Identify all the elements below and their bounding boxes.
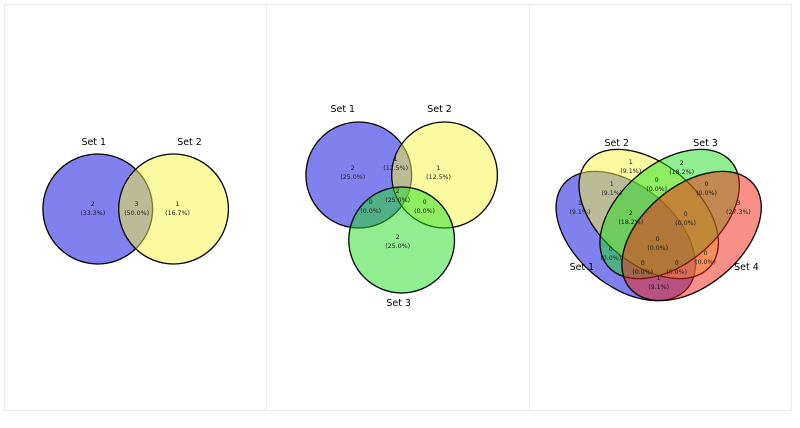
venn2-region-s1-count: 2 bbox=[91, 201, 95, 208]
venn2-region-s12-pct: (50.0%) bbox=[124, 210, 149, 217]
venn4-region-s34-count: 0 bbox=[704, 181, 708, 188]
venn2-figure: Set 1 Set 2 2 (33.3%) 3 (50.0%) 1 (16.7%… bbox=[42, 137, 230, 265]
venn2-set2-label: Set 2 bbox=[177, 137, 202, 148]
venn4-figure: Set 1 Set 2 Set 3 Set 4 1 (9.1%) 1 (9.1%… bbox=[555, 138, 762, 302]
venn4-region-s1234-count: 0 bbox=[655, 236, 659, 243]
venn4-region-s24-count: 0 bbox=[703, 250, 707, 257]
venn2-panel: Set 1 Set 2 2 (33.3%) 3 (50.0%) 1 (16.7%… bbox=[5, 5, 267, 410]
venn4-set4-label: Set 4 bbox=[734, 262, 759, 273]
venn2-region-s2-count: 1 bbox=[176, 201, 180, 208]
venn4-region-s23-count: 0 bbox=[654, 177, 658, 184]
venn3-panel: Set 1 Set 2 Set 3 2 (25.0%) 1 (12.5%) 1 … bbox=[266, 5, 529, 410]
venn4-region-s34-pct: (0.0%) bbox=[696, 190, 717, 197]
venn4-region-s234-pct: (0.0%) bbox=[675, 220, 696, 227]
venn3-region-s123-pct: (25.0%) bbox=[386, 197, 411, 204]
venn-figure-grid: Set 1 Set 2 2 (33.3%) 3 (50.0%) 1 (16.7%… bbox=[4, 4, 792, 411]
venn4-set2-label: Set 2 bbox=[604, 138, 629, 149]
venn3-figure: Set 1 Set 2 Set 3 2 (25.0%) 1 (12.5%) 1 … bbox=[305, 104, 499, 309]
venn2-region-s12-count: 3 bbox=[135, 201, 139, 208]
venn3-region-s12-count: 1 bbox=[394, 156, 398, 163]
venn4-set4-ellipse bbox=[620, 170, 762, 302]
venn3-region-s123-count: 2 bbox=[396, 188, 400, 195]
venn4-region-s14-count: 1 bbox=[656, 275, 660, 282]
venn4-region-s124-pct: (0.0%) bbox=[666, 269, 687, 276]
venn4-region-s124-count: 0 bbox=[674, 260, 678, 267]
venn4-region-s24-pct: (0.0%) bbox=[695, 259, 716, 266]
venn3-region-s23-count: 0 bbox=[423, 199, 427, 206]
venn4-region-s4-pct: (27.3%) bbox=[726, 209, 751, 216]
venn4-region-s1-count: 1 bbox=[578, 200, 582, 207]
venn3-set3-circle bbox=[348, 186, 456, 294]
venn3-region-s3-count: 2 bbox=[396, 234, 400, 241]
venn4-region-s234-count: 0 bbox=[683, 211, 687, 218]
venn4-region-s4-count: 3 bbox=[736, 200, 740, 207]
venn2-set2-circle bbox=[118, 153, 230, 265]
venn4-region-s2-pct: (9.1%) bbox=[620, 168, 641, 175]
venn4-region-s134-pct: (0.0%) bbox=[632, 269, 653, 276]
venn4-region-s3-pct: (18.2%) bbox=[669, 169, 694, 176]
venn3-region-s13-count: 0 bbox=[369, 199, 373, 206]
venn3-set2-label: Set 2 bbox=[428, 104, 453, 115]
venn2-region-s1-pct: (33.3%) bbox=[80, 210, 105, 217]
venn4-panel: Set 1 Set 2 Set 3 Set 4 1 (9.1%) 1 (9.1%… bbox=[528, 5, 791, 410]
venn4-set3-label: Set 3 bbox=[693, 138, 718, 149]
venn3-region-s2-pct: (12.5%) bbox=[426, 174, 451, 181]
venn2-region-s2-pct: (16.7%) bbox=[165, 210, 190, 217]
venn3-region-s3-pct: (25.0%) bbox=[386, 243, 411, 250]
venn4-region-s12-count: 1 bbox=[609, 181, 613, 188]
venn4-region-s23-pct: (0.0%) bbox=[646, 186, 667, 193]
venn3-region-s2-count: 1 bbox=[437, 165, 441, 172]
venn4-region-s134-count: 0 bbox=[640, 260, 644, 267]
venn3-region-s12-pct: (12.5%) bbox=[384, 165, 409, 172]
venn4-region-s123-pct: (18.2%) bbox=[618, 219, 643, 226]
venn4-region-s3-count: 2 bbox=[679, 160, 683, 167]
venn3-region-s13-pct: (0.0%) bbox=[361, 208, 382, 215]
venn4-region-s2-count: 1 bbox=[628, 159, 632, 166]
venn4-region-s13-pct: (0.0%) bbox=[600, 255, 621, 262]
venn4-region-s1-pct: (9.1%) bbox=[569, 209, 590, 216]
venn4-set1-label: Set 1 bbox=[569, 262, 594, 273]
venn3-region-s23-pct: (0.0%) bbox=[415, 208, 436, 215]
venn3-region-s1-pct: (25.0%) bbox=[341, 174, 366, 181]
venn4-region-s14-pct: (9.1%) bbox=[648, 284, 669, 291]
venn2-set1-label: Set 1 bbox=[81, 137, 106, 148]
venn3-set3-label: Set 3 bbox=[387, 298, 412, 309]
venn3-set1-label: Set 1 bbox=[331, 104, 356, 115]
venn4-region-s123-count: 2 bbox=[628, 210, 632, 217]
venn3-region-s1-count: 2 bbox=[351, 165, 355, 172]
venn4-region-s12-pct: (9.1%) bbox=[601, 190, 622, 197]
venn4-region-s1234-pct: (0.0%) bbox=[647, 245, 668, 252]
venn4-region-s13-count: 0 bbox=[608, 246, 612, 253]
